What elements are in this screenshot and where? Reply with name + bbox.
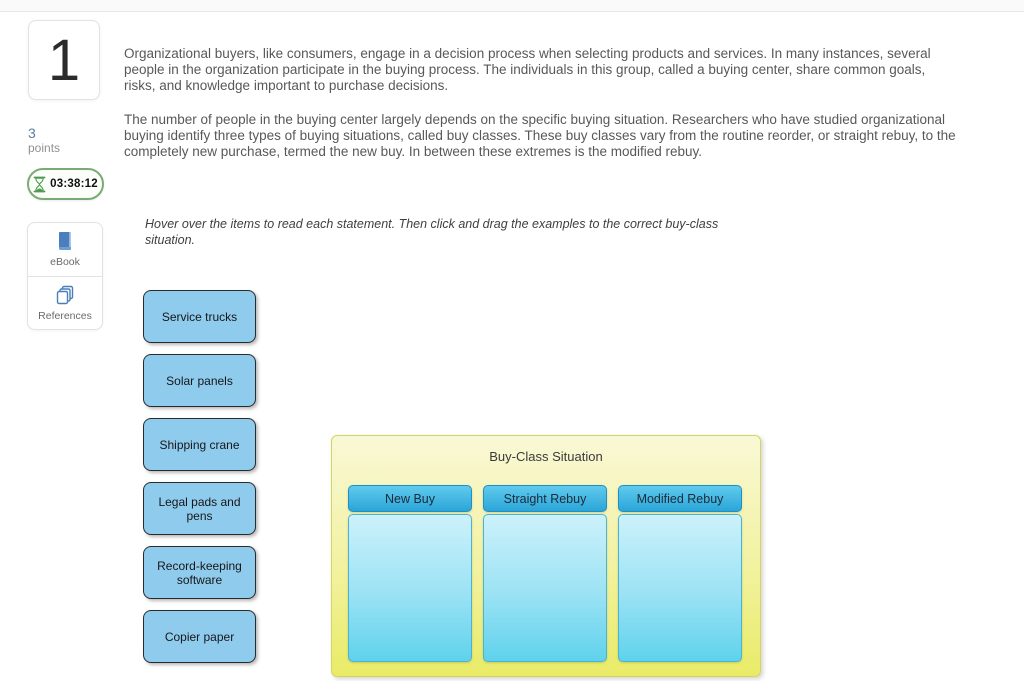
drop-zone-straight-rebuy[interactable]: [483, 514, 607, 662]
drop-column-new-buy: New Buy: [348, 485, 472, 662]
book-icon: [54, 230, 76, 252]
ebook-button[interactable]: eBook: [28, 223, 102, 276]
question-paragraph-2: The number of people in the buying cente…: [124, 112, 956, 159]
points-label: points: [28, 141, 61, 155]
drop-column-header-modified-rebuy: Modified Rebuy: [618, 485, 742, 512]
timer-badge: 03:38:12: [27, 168, 104, 200]
question-number-box: 1: [28, 20, 100, 100]
ebook-label: eBook: [50, 256, 80, 269]
drag-drop-instructions: Hover over the items to read each statem…: [145, 217, 719, 247]
drop-zone-modified-rebuy[interactable]: [618, 514, 742, 662]
timer-value: 03:38:12: [50, 178, 98, 190]
points-value: 3: [28, 125, 36, 141]
drag-item-copier-paper[interactable]: Copier paper: [143, 610, 256, 663]
drag-items-list: Service trucks Solar panels Shipping cra…: [143, 290, 256, 663]
references-label: References: [38, 309, 92, 322]
page-top-bar: [0, 0, 1024, 12]
drop-column-straight-rebuy: Straight Rebuy: [483, 485, 607, 662]
references-button[interactable]: References: [28, 275, 102, 330]
tools-panel: eBook References: [27, 222, 103, 330]
drop-area-title: Buy-Class Situation: [489, 449, 603, 464]
drop-zone-new-buy[interactable]: [348, 514, 472, 662]
drop-column-modified-rebuy: Modified Rebuy: [618, 485, 742, 662]
drop-columns: New Buy Straight Rebuy Modified Rebuy: [348, 485, 742, 662]
buy-class-situation-panel: Buy-Class Situation New Buy Straight Reb…: [331, 435, 761, 677]
question-text: Organizational buyers, like consumers, e…: [124, 46, 960, 178]
drag-item-record-keeping-software[interactable]: Record-keeping software: [143, 546, 256, 599]
drag-item-shipping-crane[interactable]: Shipping crane: [143, 418, 256, 471]
question-paragraph-1: Organizational buyers, like consumers, e…: [124, 46, 931, 93]
drag-item-legal-pads-and-pens[interactable]: Legal pads and pens: [143, 482, 256, 535]
drag-item-solar-panels[interactable]: Solar panels: [143, 354, 256, 407]
points-block: 3 points: [28, 126, 60, 156]
hourglass-icon: [33, 176, 46, 193]
question-number: 1: [47, 27, 81, 93]
drop-column-header-straight-rebuy: Straight Rebuy: [483, 485, 607, 512]
stacked-pages-icon: [54, 284, 76, 306]
drag-item-service-trucks[interactable]: Service trucks: [143, 290, 256, 343]
drop-column-header-new-buy: New Buy: [348, 485, 472, 512]
